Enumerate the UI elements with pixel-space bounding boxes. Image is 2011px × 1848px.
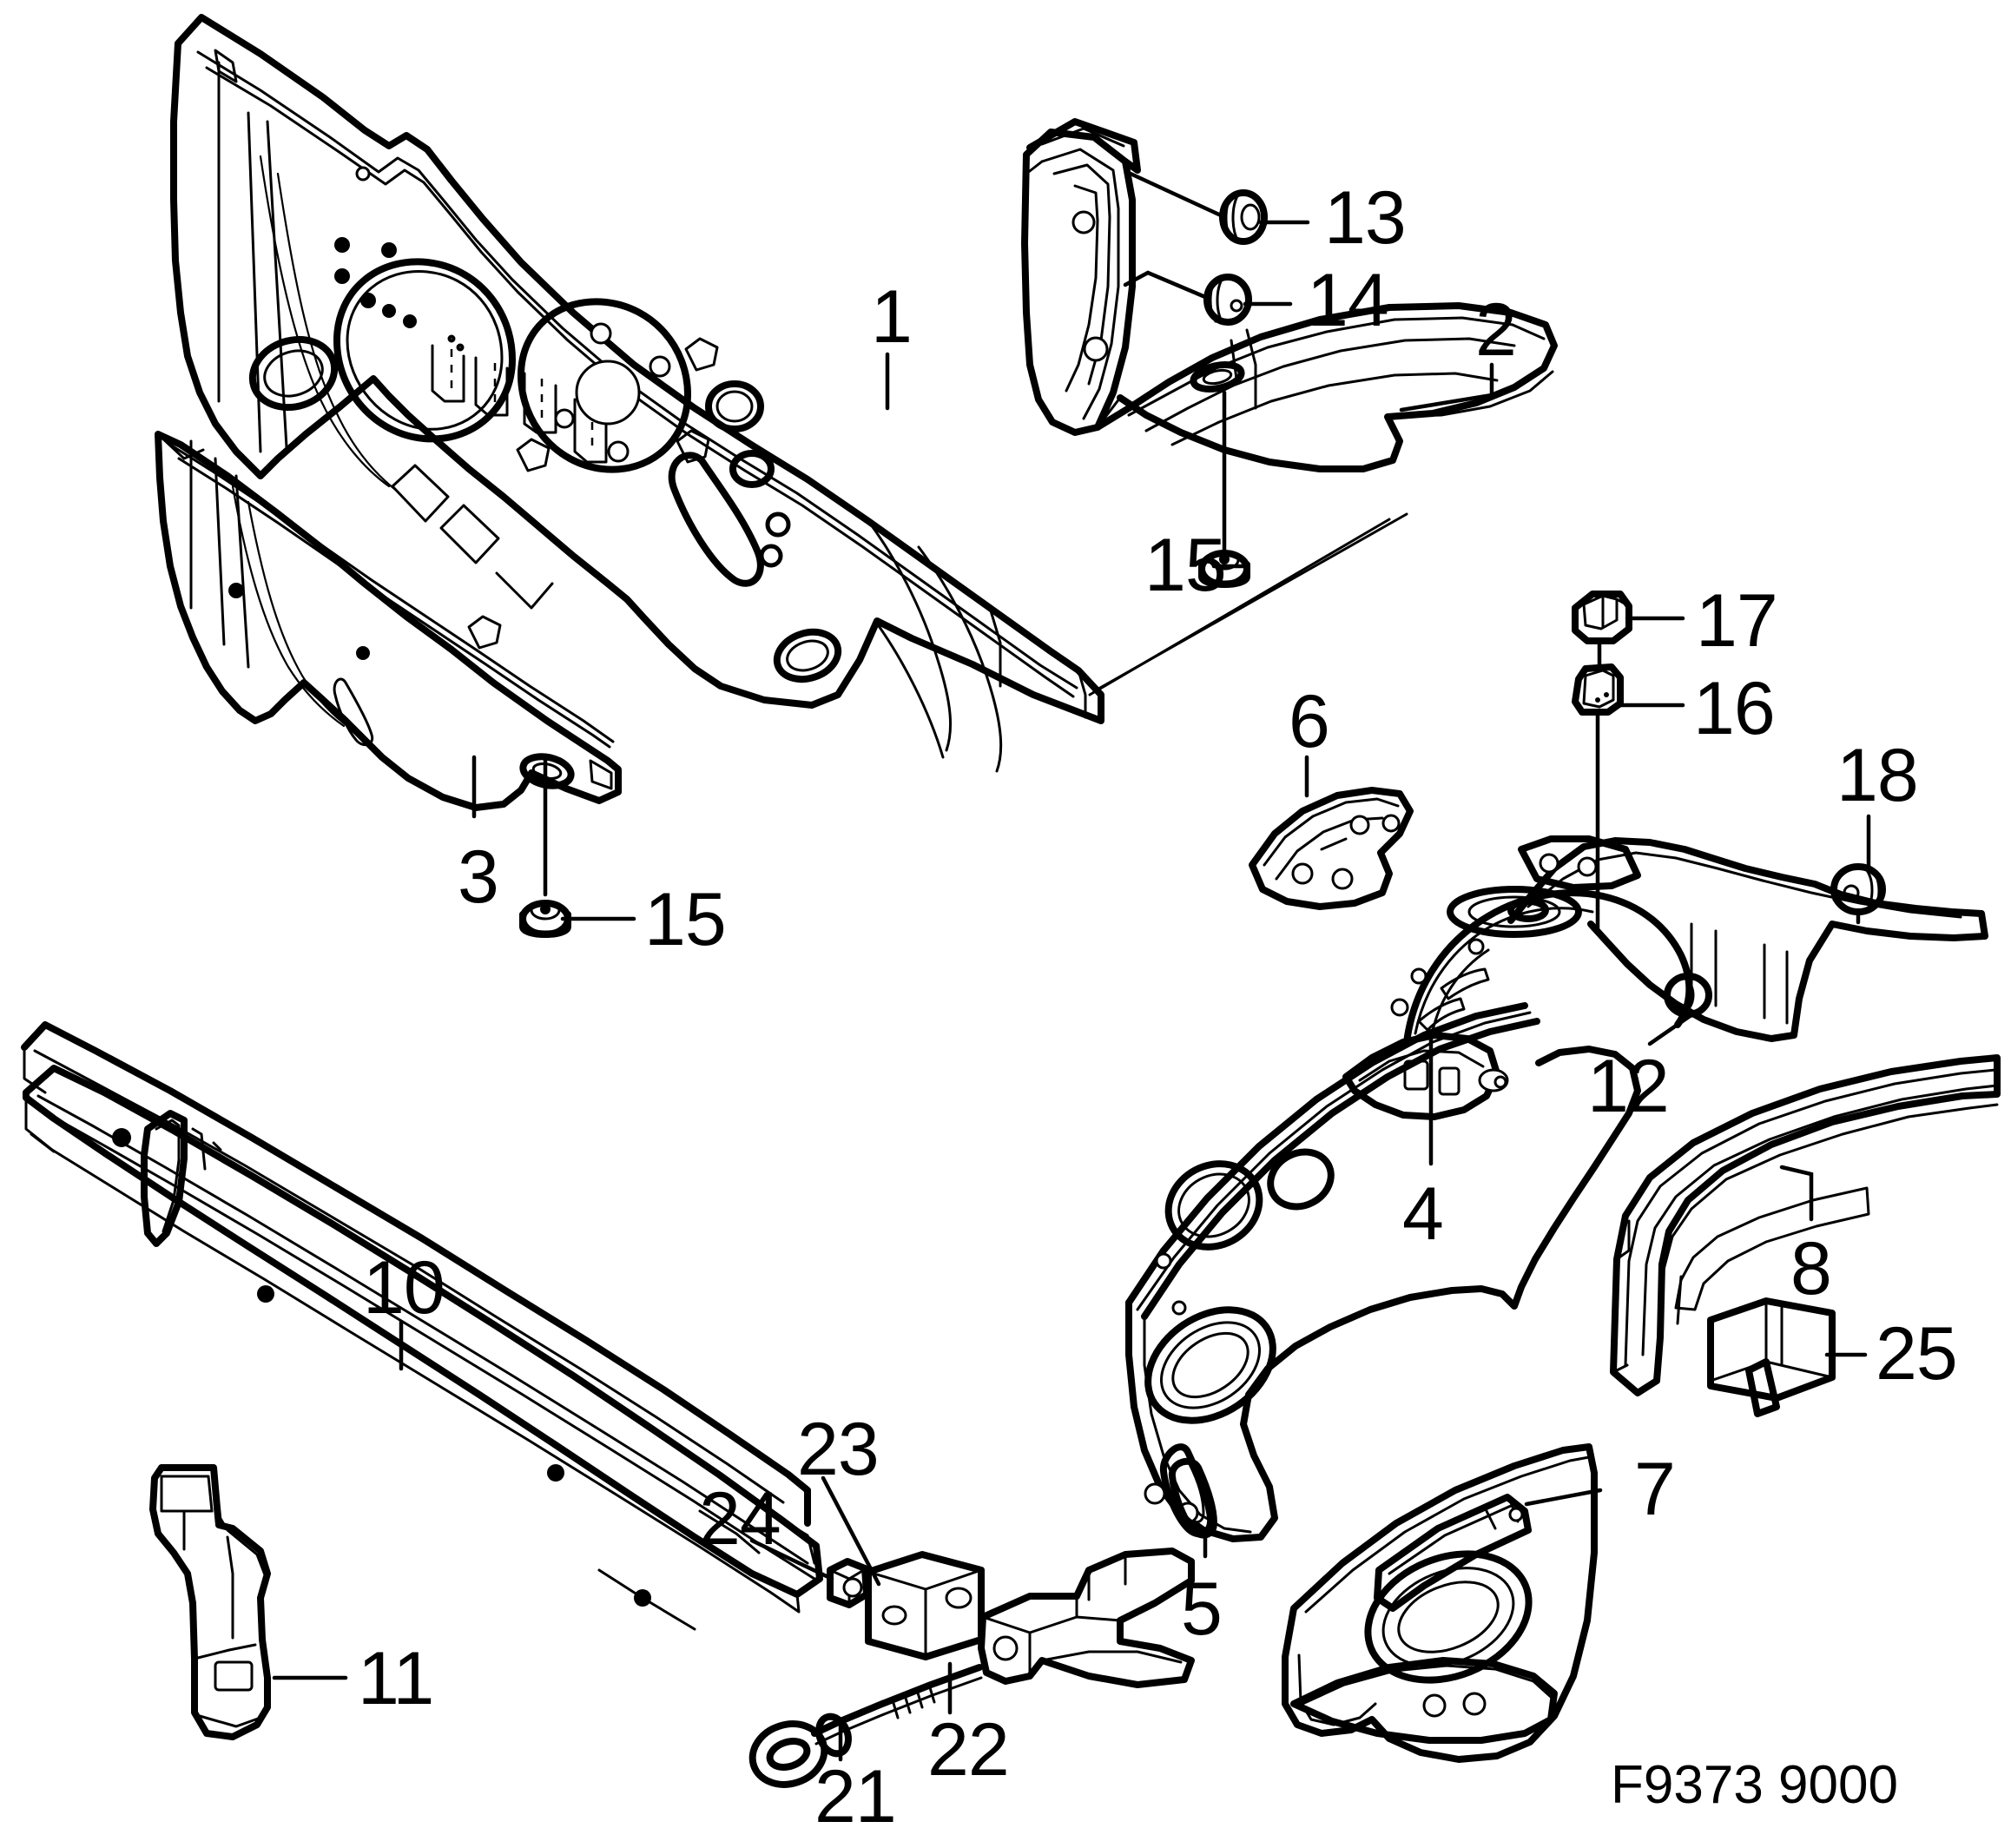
part-wheelhouse-panel-inner xyxy=(1282,1443,1598,1763)
part-tow-assembly xyxy=(748,1548,1195,1788)
part-reinforcement-bracket xyxy=(1249,787,1414,910)
callout-17: 17 xyxy=(1696,579,1778,663)
callout-25: 25 xyxy=(1876,1312,1958,1396)
callout-13: 13 xyxy=(1324,176,1407,260)
callout-24: 24 xyxy=(699,1477,781,1561)
callout-2: 2 xyxy=(1475,288,1517,372)
callout-18: 18 xyxy=(1836,734,1919,817)
part-dash-panel-firewall xyxy=(170,14,1104,773)
part-clip-rect-16 xyxy=(1572,663,1624,716)
callout-4: 4 xyxy=(1402,1172,1444,1256)
callout-1: 1 xyxy=(871,275,913,359)
callout-23: 23 xyxy=(797,1408,880,1491)
part-front-side-member-inner-right xyxy=(1125,835,1988,1542)
callout-11: 11 xyxy=(358,1637,434,1720)
part-plug-18 xyxy=(1830,863,1886,915)
callout-7: 7 xyxy=(1634,1448,1676,1531)
callout-10: 10 xyxy=(363,1246,445,1330)
leader-lines xyxy=(272,171,1871,1762)
callout-3: 3 xyxy=(458,835,499,919)
part-wheelhouse-upper-member-right xyxy=(1021,118,1558,472)
callout-5: 5 xyxy=(1181,1568,1223,1651)
callout-15b: 15 xyxy=(644,878,727,961)
part-tow-hook-front xyxy=(1159,1443,1215,1538)
callout-6: 6 xyxy=(1289,680,1330,763)
part-body-plug-15 xyxy=(1198,550,1250,588)
part-bumper-bracket-left xyxy=(149,1464,271,1740)
part-bumper-shock-block xyxy=(1707,1297,1836,1417)
callout-14: 14 xyxy=(1307,259,1389,342)
part-grommet-large-13 xyxy=(1219,189,1268,245)
figure-code: F9373 9000 xyxy=(1611,1755,1898,1815)
callout-12: 12 xyxy=(1587,1045,1670,1128)
callout-21: 21 xyxy=(814,1755,897,1838)
part-cross-member-upper xyxy=(1610,1054,2001,1396)
part-grommet-small-14 xyxy=(1203,274,1252,326)
callout-22: 22 xyxy=(927,1708,1010,1792)
callout-15: 15 xyxy=(1144,524,1227,607)
part-bumper-beam-front xyxy=(21,1021,823,1631)
callout-8: 8 xyxy=(1790,1227,1832,1310)
callout-16: 16 xyxy=(1693,667,1776,750)
part-clip-u-17 xyxy=(1572,591,1632,644)
part-dash-side-panel-left xyxy=(155,431,622,811)
